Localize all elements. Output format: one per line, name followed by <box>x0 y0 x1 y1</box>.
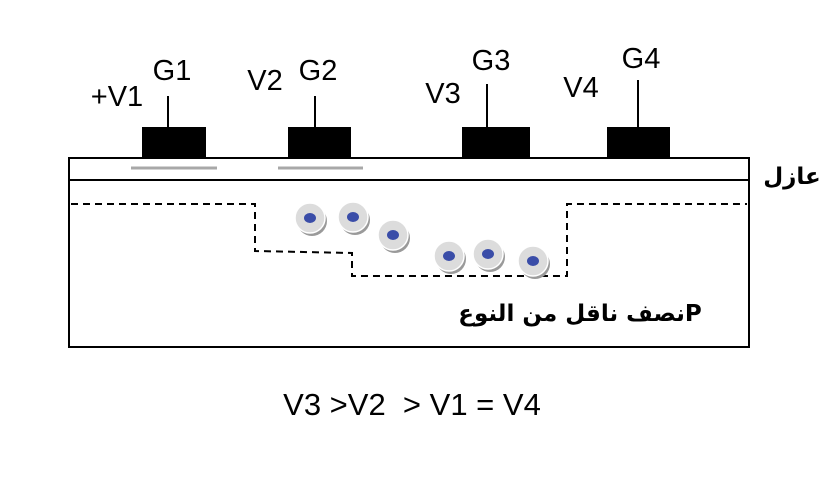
electron-core <box>304 213 316 223</box>
gate-label-g3: G3 <box>472 45 511 77</box>
electron-core <box>443 251 455 261</box>
electron <box>433 240 466 274</box>
electron <box>337 201 370 235</box>
gate-g3-electrode <box>462 127 530 159</box>
voltage-label-v4: V4 <box>563 72 598 104</box>
voltage-relation: V3 >V2 > V1 = V4 <box>283 387 541 422</box>
gate-g1-electrode <box>142 127 206 159</box>
electron-core <box>347 212 359 222</box>
electron <box>517 245 550 279</box>
gate-label-g2: G2 <box>299 55 338 87</box>
depletion-boundary <box>71 203 747 277</box>
substrate-outline <box>68 157 750 348</box>
voltage-label-v3: V3 <box>425 78 460 110</box>
electron <box>377 219 410 253</box>
gate-electrodes <box>142 80 670 159</box>
electron-core <box>527 256 539 266</box>
gate-label-g4: G4 <box>622 43 661 75</box>
insulator-label: عازل <box>763 164 821 190</box>
device-body <box>68 157 750 348</box>
voltage-label-v2: V2 <box>247 65 282 97</box>
gate-g2-electrode <box>288 127 351 159</box>
voltage-label-v1: +V1 <box>91 81 143 113</box>
electron-core <box>387 230 399 240</box>
electron-core <box>482 249 494 259</box>
gate-label-g1: G1 <box>153 55 192 87</box>
electrons <box>294 201 550 279</box>
electron <box>472 238 505 272</box>
gate-g4-electrode <box>607 127 670 159</box>
electron <box>294 202 327 236</box>
semiconductor-label: نصف ناقل من النوعP <box>458 301 701 327</box>
